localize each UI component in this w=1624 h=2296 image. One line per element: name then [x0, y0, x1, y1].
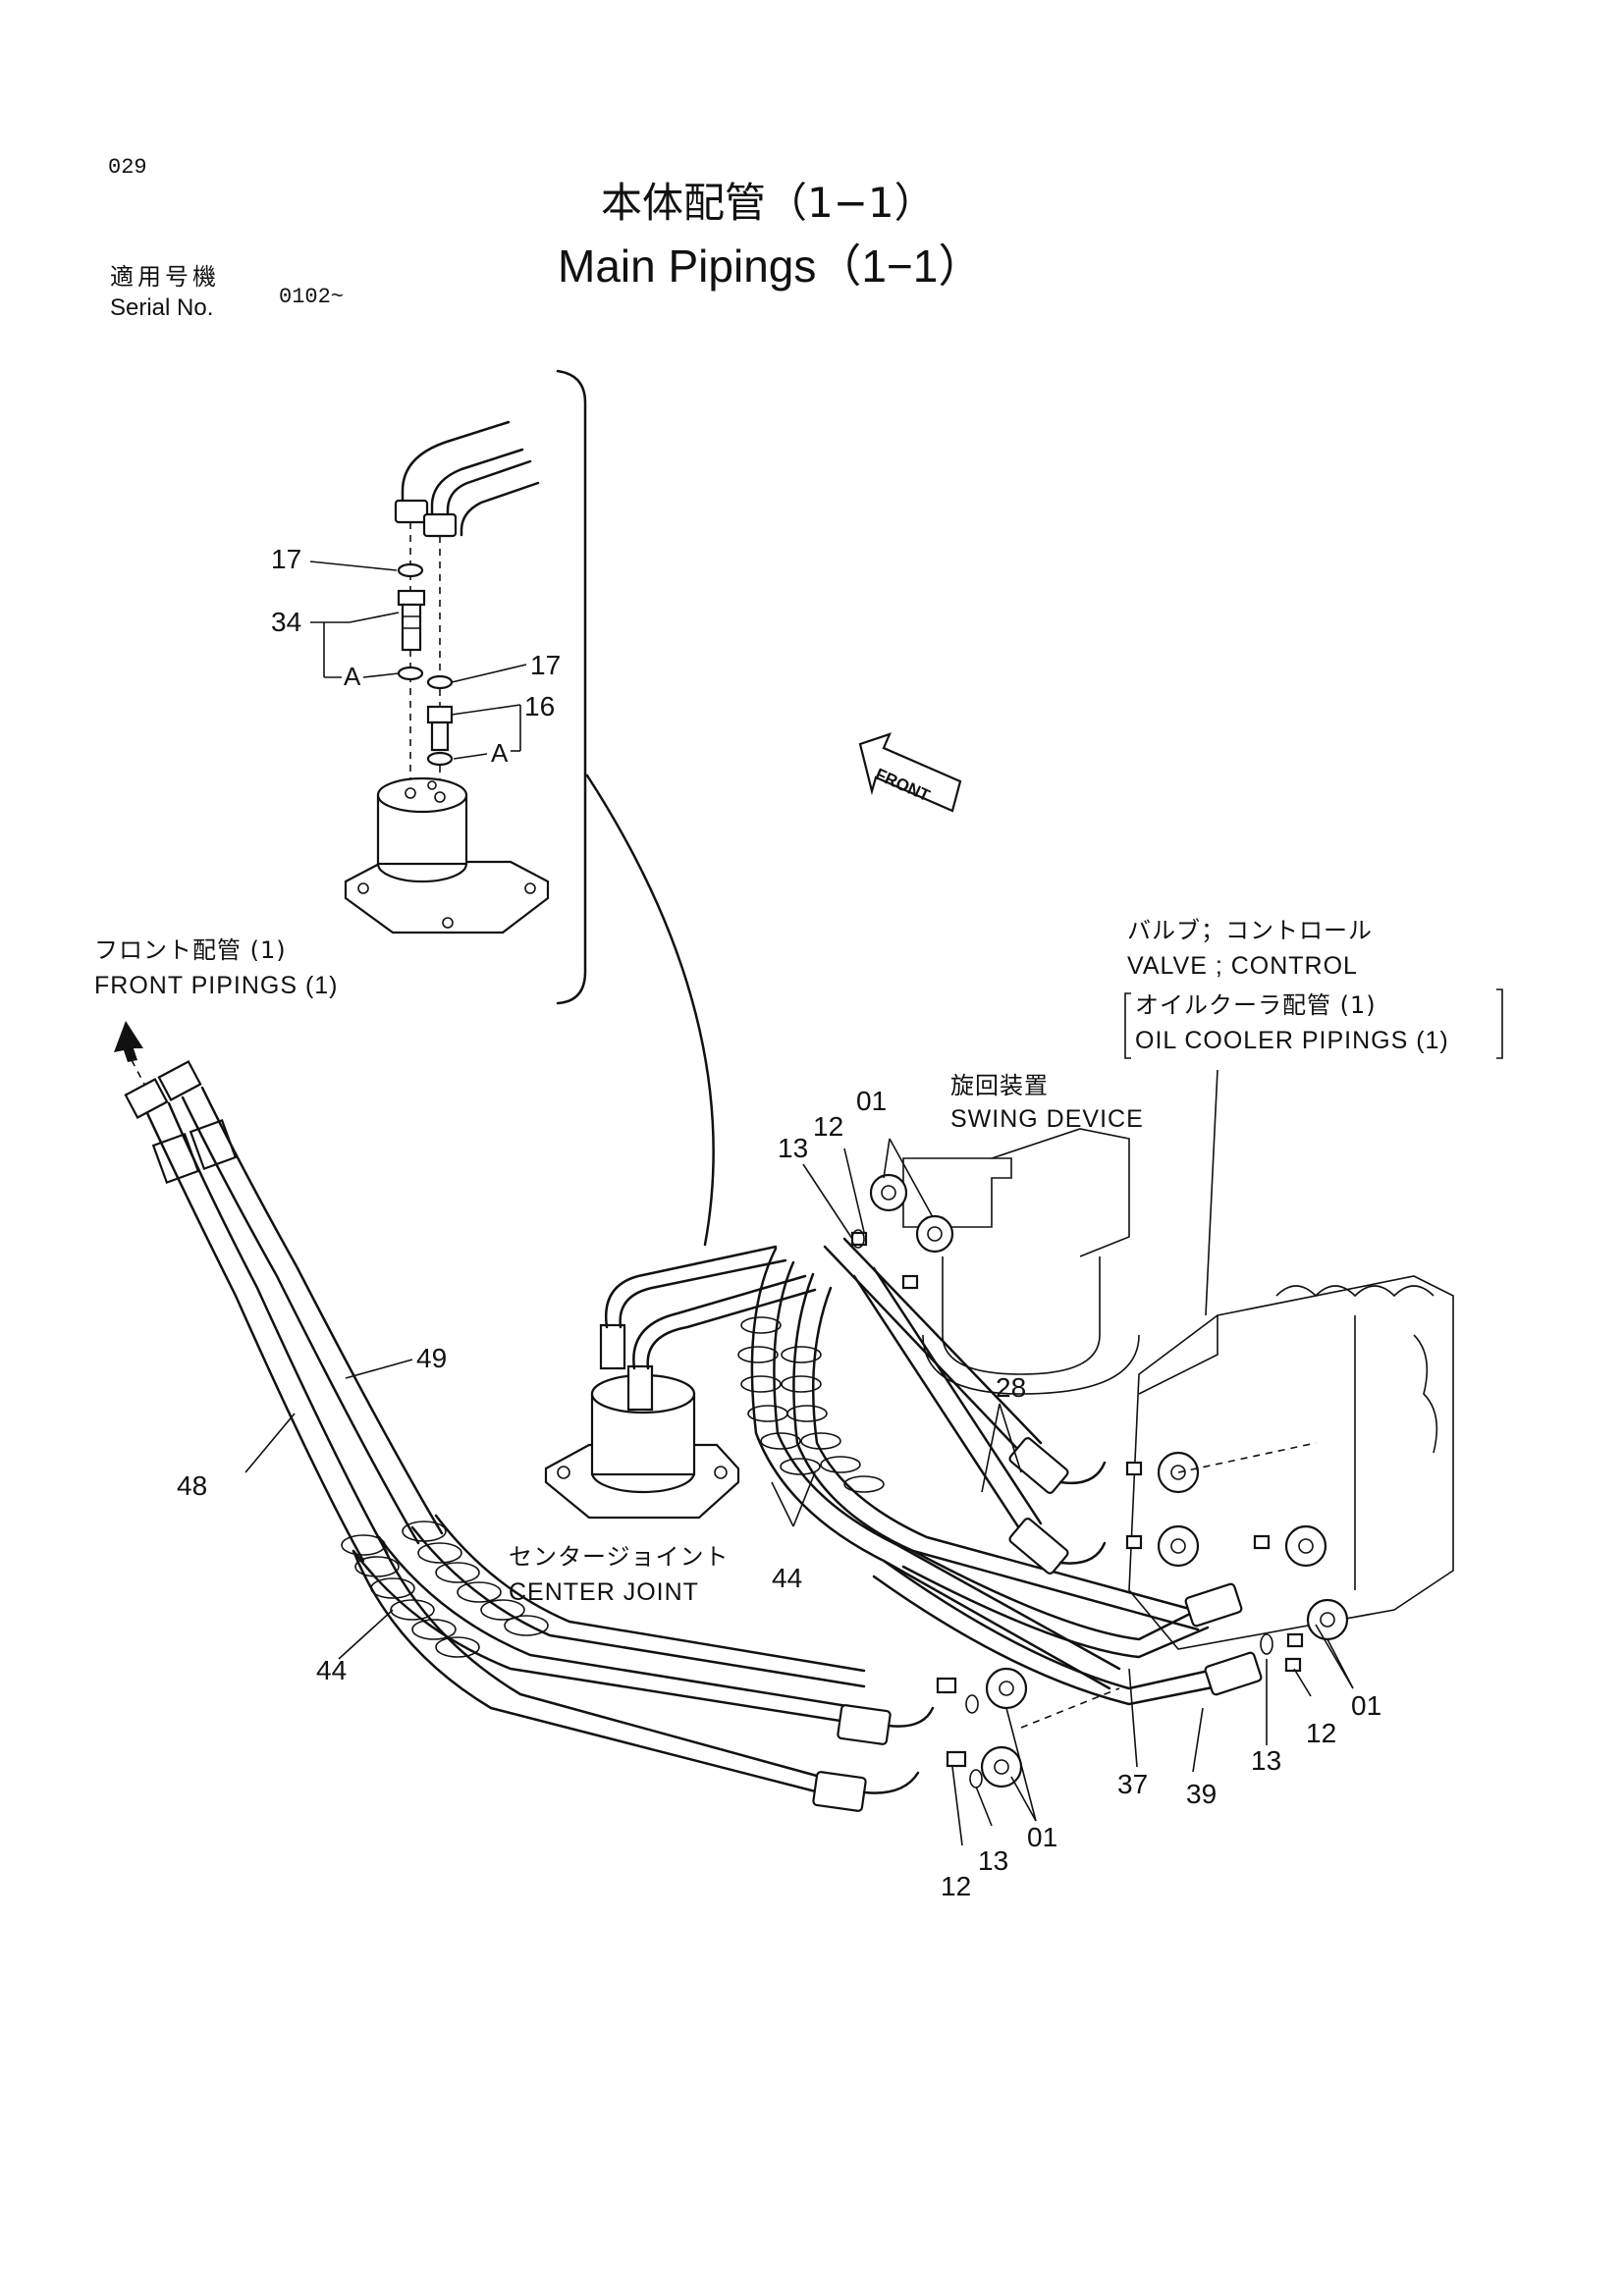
ref-a-1: A [344, 662, 361, 691]
part-number-39: 39 [1186, 1779, 1218, 1809]
page-title-japanese: 本体配管（1−1） [601, 179, 936, 227]
control-valve-block [1125, 1275, 1454, 1650]
detail-fittings [397, 562, 454, 767]
detail-center-joint [344, 776, 550, 934]
detail-elbow-hoses [394, 420, 540, 785]
part-number-01: 01 [1027, 1822, 1058, 1852]
part-number-13: 13 [978, 1845, 1009, 1876]
part-number-28: 28 [996, 1372, 1027, 1403]
swing-device-label-english: SWING DEVICE [950, 1105, 1144, 1133]
hoses-center [737, 1247, 1210, 1690]
part-number-13: 13 [778, 1133, 809, 1163]
detail-leaders [309, 561, 527, 760]
center-joint-label-japanese: センタージョイント [509, 1543, 730, 1571]
detail-bracket [556, 369, 587, 1005]
part-number-01: 01 [856, 1086, 888, 1116]
valve-control-label-english: VALVE ; CONTROL [1127, 952, 1358, 980]
oil-cooler-label-english: OIL COOLER PIPINGS (1) [1135, 1027, 1449, 1054]
page-number: 029 [108, 155, 147, 180]
page-title-english: Main Pipings（1−1） [558, 240, 984, 292]
part-number-17: 17 [271, 544, 302, 574]
valve-leader [1205, 1069, 1218, 1316]
swing-device [850, 1128, 1140, 1395]
detail-leader-curve [585, 774, 715, 1247]
part-number-01: 01 [1351, 1690, 1382, 1721]
part-number-44: 44 [772, 1563, 803, 1593]
center-joint-label-english: CENTER JOINT [509, 1578, 699, 1606]
serial-label-japanese: 適用号機 [110, 263, 220, 291]
front-pipings-label-english: FRONT PIPINGS (1) [94, 972, 339, 999]
part-number-48: 48 [177, 1470, 208, 1501]
hoses-28 [823, 1237, 1107, 1575]
part-number-17: 17 [530, 650, 562, 680]
ribbed-sleeves-left [341, 1521, 549, 1658]
bottom-hose-fittings [812, 1667, 1120, 1812]
swing-device-label-japanese: 旋回装置 [950, 1072, 1049, 1099]
part-leaders [244, 1138, 1354, 1846]
part-number-16: 16 [524, 691, 556, 721]
ref-a-2: A [491, 738, 509, 768]
part-number-12: 12 [941, 1871, 972, 1901]
part-number-49: 49 [416, 1343, 448, 1373]
oil-cooler-label-japanese: オイルクーラ配管 (1) [1135, 991, 1377, 1019]
part-number-12: 12 [813, 1111, 844, 1142]
serial-value: 0102~ [279, 285, 345, 309]
part-number-37: 37 [1117, 1769, 1149, 1799]
oil-cooler-bracket-left [1124, 992, 1131, 1059]
center-joint [544, 1245, 817, 1520]
hoses-37-39 [872, 1549, 1302, 1706]
front-pipings-arrow [114, 1021, 148, 1091]
valve-control-label-japanese: バルブ；コントロール [1127, 917, 1373, 944]
hoses-48-49 [124, 1060, 886, 1798]
part-number-13: 13 [1251, 1745, 1282, 1776]
oil-cooler-bracket-right [1496, 988, 1503, 1059]
serial-label-english: Serial No. [110, 294, 214, 321]
part-number-34: 34 [271, 607, 302, 637]
part-number-12: 12 [1306, 1718, 1337, 1748]
front-direction-arrow [858, 732, 962, 813]
front-pipings-label-japanese: フロント配管 (1) [94, 936, 287, 964]
part-number-44: 44 [316, 1655, 348, 1685]
